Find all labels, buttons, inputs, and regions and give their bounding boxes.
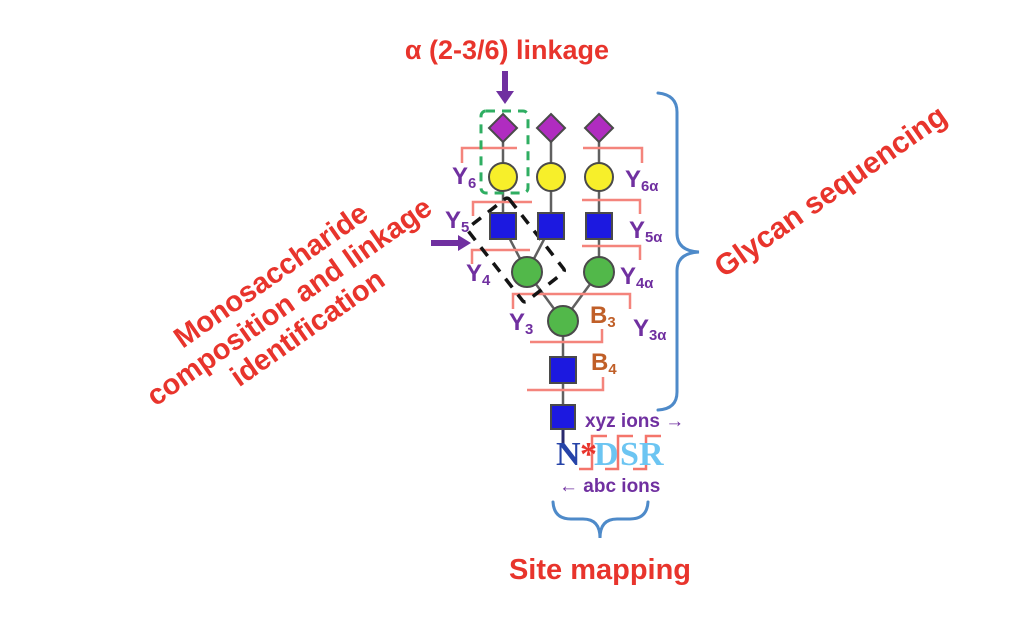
y6-bracket: [460, 146, 517, 163]
label-y3-base: Y: [509, 309, 526, 336]
label-y3-sub: 3: [525, 322, 534, 339]
green-circle-residue: [547, 305, 579, 337]
site-mapping-brace: [551, 500, 650, 539]
y5a-bracket: [582, 198, 642, 214]
label-y4a-base: Y: [620, 263, 637, 290]
label-y4a: Y4α: [620, 265, 653, 292]
b3-bracket: [530, 329, 604, 344]
peptide-letter-s: S: [620, 436, 639, 473]
label-b3-base: B: [590, 302, 608, 329]
peptide-cleavage-marks: [579, 434, 661, 471]
label-y5a: Y5α: [629, 219, 662, 246]
xyz-ions-label: xyz ions →: [585, 411, 685, 432]
label-y3a: Y3α: [633, 317, 666, 344]
label-y5a-base: Y: [629, 217, 646, 244]
glycan-sequencing-brace: [656, 91, 700, 412]
label-y3a-sub: 3α: [649, 328, 667, 345]
yellow-circle-residue: [536, 162, 566, 192]
cleavage-mark-2: [605, 434, 633, 471]
label-y6: Y6: [452, 165, 476, 192]
peptide-glycosite-star: *: [580, 436, 597, 473]
yellow-circle-residue: [584, 162, 614, 192]
label-b3: B3: [590, 304, 616, 331]
linkage-highlight-box: [479, 109, 530, 195]
abc-ions-label: ← abc ions: [559, 476, 661, 497]
down-arrow-icon: [496, 71, 514, 104]
green-circle-residue: [511, 256, 543, 288]
cleavage-mark-3: [633, 434, 661, 471]
b4-bracket: [527, 377, 605, 392]
label-y5: Y5: [445, 209, 469, 236]
peptide-letter-r: R: [639, 436, 664, 473]
label-y4-sub: 4: [482, 273, 491, 290]
label-y3a-base: Y: [633, 315, 650, 342]
label-y4a-sub: 4α: [636, 276, 654, 293]
blue-square-residue: [550, 404, 576, 430]
green-circle-residue: [583, 256, 615, 288]
y3-bracket: [511, 292, 632, 309]
right-arrow-icon: [431, 235, 471, 251]
label-y6a: Y6α: [625, 168, 658, 195]
linkage-title: α (2-3/6) linkage: [404, 35, 610, 65]
label-y6-base: Y: [452, 163, 469, 190]
label-y3: Y3: [509, 311, 533, 338]
label-b4-sub: 4: [608, 362, 617, 379]
cleavage-mark-1: [579, 434, 607, 471]
yellow-circle-residue: [488, 162, 518, 192]
label-y5-base: Y: [445, 207, 462, 234]
label-y5-sub: 5: [461, 220, 470, 237]
blue-square-residue: [549, 356, 577, 384]
y4-bracket: [470, 248, 530, 264]
y4a-bracket: [582, 244, 642, 260]
blue-square-residue: [489, 212, 517, 240]
purple-diamond-residue: [535, 112, 567, 144]
label-y6a-sub: 6α: [641, 179, 659, 196]
blue-square-residue: [537, 212, 565, 240]
label-y4-base: Y: [466, 260, 483, 287]
label-y6-sub: 6: [468, 176, 477, 193]
peptide-letter-d: D: [594, 436, 619, 473]
purple-diamond-residue: [583, 112, 615, 144]
label-b4-base: B: [591, 349, 609, 376]
purple-diamond-residue: [487, 112, 519, 144]
peptide-letter-n: N: [556, 436, 581, 473]
monosaccharide-highlight-box: [466, 196, 566, 304]
label-y6a-base: Y: [625, 166, 642, 193]
label-b4: B4: [591, 351, 617, 378]
label-y5a-sub: 5α: [645, 230, 663, 247]
label-b3-sub: 3: [607, 315, 616, 332]
site-mapping-label: Site mapping: [508, 554, 692, 586]
y6a-bracket: [583, 146, 644, 163]
glycan-residues: [487, 112, 615, 430]
label-y4: Y4: [466, 262, 490, 289]
blue-square-residue: [585, 212, 613, 240]
